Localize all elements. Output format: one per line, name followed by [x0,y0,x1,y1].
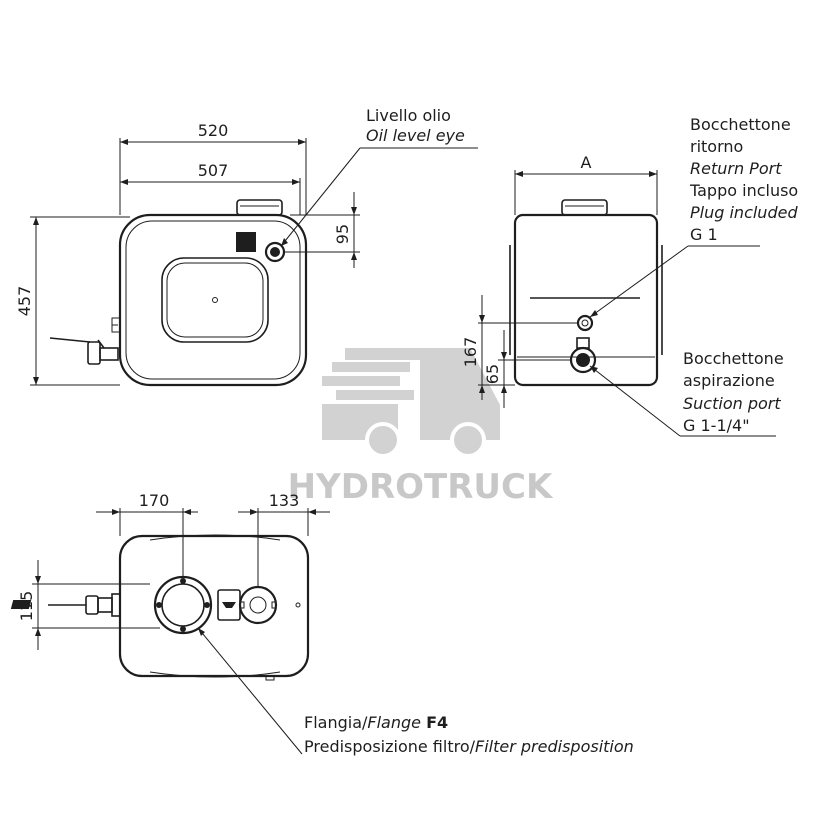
filler-cap-side [561,199,608,216]
flange-icon [10,575,213,635]
label-square [236,232,256,252]
return-port-label-en: Return Port [690,159,782,178]
oil-level-leader [280,147,478,247]
side-view: A 167 65 Bocchettone ritorno Return Port… [461,115,798,437]
suction-port-label-en: Suction port [683,394,781,413]
return-port-icon [576,314,594,332]
dim-457: 457 [15,216,130,386]
dim-A-label: A [581,153,592,172]
tank-body-top [118,534,310,678]
return-port-thread: G 1 [690,225,718,244]
dim-133: 133 [238,491,330,586]
oil-level-eye-icon [264,241,286,263]
inspection-cover [161,257,269,343]
suction-port-label-it1: Bocchettone [683,349,784,368]
dim-A: A [514,153,658,215]
flange-leader [197,627,303,755]
front-view: 520 507 457 95 [15,106,478,387]
dim-133-label: 133 [269,491,300,510]
dim-65-label: 65 [483,364,502,384]
filter-label: Predisposizione filtro/Filter predisposi… [304,737,634,756]
watermark-text: HYDROTRUCK [288,467,554,507]
return-port-label-it2: ritorno [690,137,743,156]
filler-cap-top-icon [238,585,278,625]
suction-port-leader [589,365,776,437]
oil-level-label-en: Oil level eye [366,126,465,145]
dim-115: 115 [17,560,160,650]
dim-95-label: 95 [333,224,352,244]
oil-level-label-it: Livello olio [366,106,451,125]
dim-115-label: 115 [17,591,36,622]
plug-label-it: Tappo incluso [689,181,798,200]
top-view: 170 133 115 Flangia/Flange F4 Predisposi… [10,491,634,756]
drain-valve-top-icon [48,593,121,617]
flange-label: Flangia/Flange F4 [304,713,448,732]
plug-label-en: Plug included [690,203,798,222]
suction-port-thread: G 1-1/4" [683,416,750,435]
dim-170: 170 [96,491,198,576]
dim-507: 507 [119,161,301,215]
return-port-label-it1: Bocchettone [690,115,791,134]
dim-167-label: 167 [461,337,480,368]
drain-valve-icon [49,317,121,365]
dim-170-label: 170 [139,491,170,510]
dim-457-label: 457 [15,286,34,317]
tank-body-front [118,213,308,387]
return-port-leader [589,245,760,318]
suction-port-label-it2: aspirazione [683,371,775,390]
filler-cap [236,199,283,216]
dim-507-label: 507 [198,161,229,180]
dim-95: 95 [285,192,360,268]
watermark-truck-logo [322,348,500,458]
dim-520-label: 520 [198,121,229,140]
dim-65: 65 [483,330,572,408]
tank-body-side [513,213,659,387]
dim-167: 167 [461,295,578,400]
